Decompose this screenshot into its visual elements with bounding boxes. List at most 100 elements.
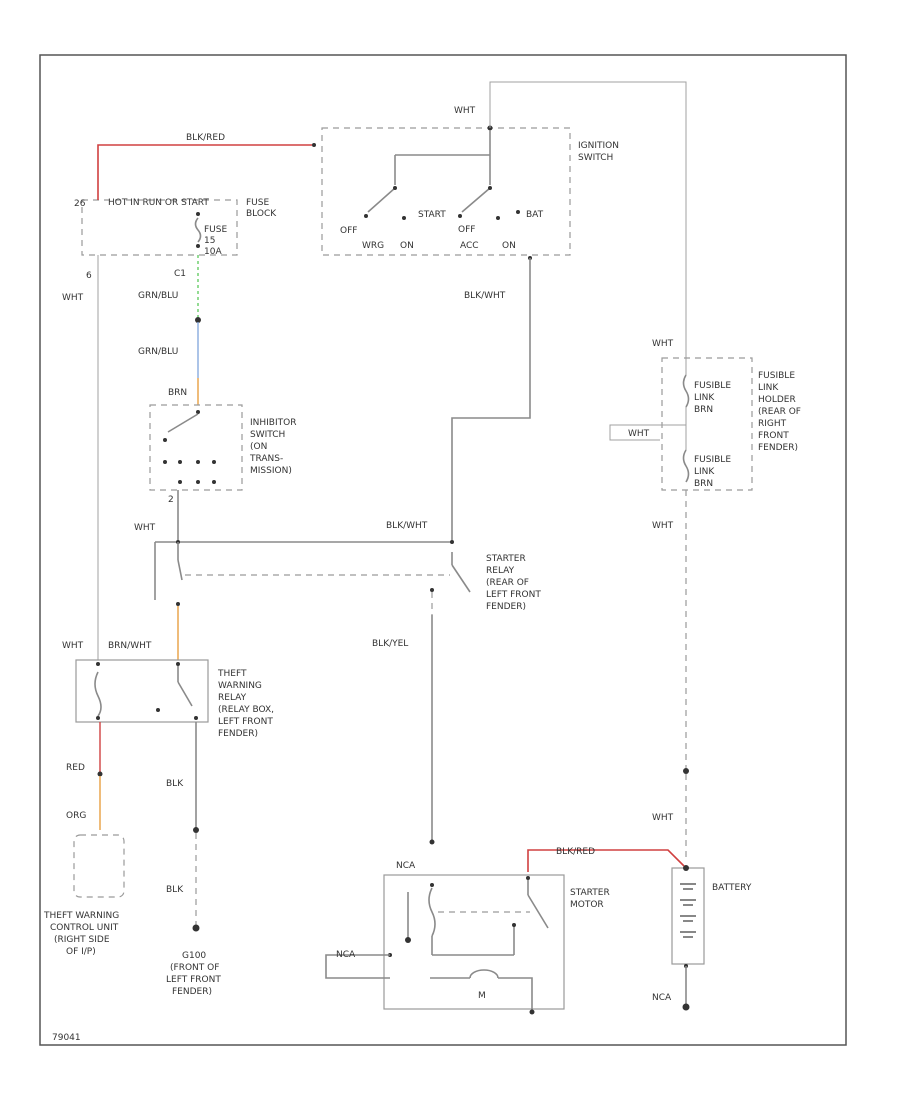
fusible-link-1a: FUSIBLE [694, 381, 731, 391]
wht-fl-below-label: WHT [652, 521, 674, 531]
pin-6-label: 6 [86, 271, 92, 281]
starter-relay-label-4: LEFT FRONT [486, 590, 541, 600]
inhibitor-label-5: MISSION) [250, 466, 292, 476]
nca-label-3: NCA [652, 993, 672, 1003]
fusible-holder-label-4: (REAR OF [758, 407, 801, 417]
brn-wht-label: BRN/WHT [108, 641, 152, 651]
starter-relay-label-3: (REAR OF [486, 578, 529, 588]
grn-blu-label-1: GRN/BLU [138, 291, 178, 301]
fusible-holder-label-1: FUSIBLE [758, 371, 795, 381]
starter-relay-label-5: FENDER) [486, 602, 526, 612]
fuse-num-2: 15 [204, 236, 215, 246]
theft-relay-label-1: THEFT [217, 669, 247, 679]
blk-red-label-bottom: BLK/RED [556, 847, 595, 857]
wht-fl-left-label: WHT [628, 429, 650, 439]
battery-label: BATTERY [712, 883, 752, 893]
ign-pos-wrg: WRG [362, 241, 384, 251]
ignition-label-2: SWITCH [578, 153, 613, 163]
starter-motor-box [383, 874, 565, 1010]
footer-code: 79041 [52, 1033, 81, 1043]
fuse-block-pin-26: 26 [74, 199, 86, 209]
battery-ground-icon [682, 1003, 690, 1011]
fusible-link-holder-box [661, 357, 753, 491]
fuse-block-box [81, 199, 238, 256]
theft-relay-label-2: WARNING [218, 681, 262, 691]
g100-label-1: G100 [182, 951, 206, 961]
fusible-link-1b: LINK [694, 393, 715, 403]
ign-pos-off-top: OFF [458, 225, 475, 235]
fusible-holder-label-6: FRONT [758, 431, 789, 441]
blk-label-2: BLK [166, 885, 184, 895]
blk-yel-label: BLK/YEL [372, 639, 408, 649]
c1-label: C1 [174, 269, 186, 279]
theft-relay-label-5: LEFT FRONT [218, 717, 273, 727]
motor-icon [430, 969, 533, 1010]
starter-relay-label-1: STARTER [486, 554, 526, 564]
battery-cells-icon [680, 883, 696, 938]
org-label: ORG [66, 811, 86, 821]
inhibitor-label-3: (ON [250, 442, 267, 452]
fuse-block-label-1: FUSE [246, 198, 269, 208]
inhibitor-switch-box [149, 404, 243, 491]
fusible-holder-label-5: RIGHT [758, 419, 787, 429]
starter-motor-label-1: STARTER [570, 888, 610, 898]
theft-relay-label-3: RELAY [218, 693, 247, 703]
g100-label-2: (FRONT OF [170, 963, 219, 973]
theft-control-unit-box [73, 834, 125, 898]
wht-battery-label: WHT [652, 813, 674, 823]
diagram-frame [39, 54, 847, 1046]
wht-top-ign-label: WHT [454, 106, 476, 116]
blk-wht-wire [451, 258, 531, 540]
fusible-holder-label-3: HOLDER [758, 395, 796, 405]
motor-m-label: M [478, 991, 486, 1001]
fusible-wht-label: WHT [652, 339, 674, 349]
fuse-num-1: FUSE [204, 225, 227, 235]
blk-red-wire-bottom [527, 849, 685, 872]
ignition-label-1: IGNITION [578, 141, 619, 151]
ignition-switch-box [321, 127, 571, 256]
theft-control-label-3: (RIGHT SIDE [54, 935, 110, 945]
starter-relay-label-2: RELAY [486, 566, 515, 576]
theft-control-label-1: THEFT WARNING [43, 911, 119, 921]
g100-label-3: LEFT FRONT [166, 975, 221, 985]
nca-label-2: NCA [336, 950, 356, 960]
blk-wht-label-2: BLK/WHT [386, 521, 428, 531]
theft-warning-relay-box [75, 659, 209, 723]
grn-blu-label-2: GRN/BLU [138, 347, 178, 357]
ign-pos-off: OFF [340, 226, 357, 236]
g100-label-4: FENDER) [172, 987, 212, 997]
fusible-holder-label-7: FENDER) [758, 443, 798, 453]
fusible-link-2a: FUSIBLE [694, 455, 731, 465]
nca-label-1: NCA [396, 861, 416, 871]
wht-inhibitor-label: WHT [134, 523, 156, 533]
fusible-holder-label-2: LINK [758, 383, 779, 393]
blk-label-1: BLK [166, 779, 184, 789]
ign-pos-start: START [418, 210, 446, 220]
ign-pos-bat: BAT [526, 210, 544, 220]
wht-relay-label: WHT [62, 641, 84, 651]
brn-label: BRN [168, 388, 187, 398]
hot-in-run-start-label: HOT IN RUN OR START [108, 198, 209, 208]
inhibitor-label-1: INHIBITOR [250, 418, 296, 428]
inhibitor-label-2: SWITCH [250, 430, 285, 440]
wht-top-left-label: WHT [62, 293, 84, 303]
fusible-link-2b: LINK [694, 467, 715, 477]
red-label: RED [66, 763, 85, 773]
inhibitor-label-4: TRANS- [249, 454, 283, 464]
ign-pos-acc: ACC [460, 241, 479, 251]
blk-red-wire-top [97, 144, 312, 200]
theft-relay-label-6: FENDER) [218, 729, 258, 739]
theft-relay-label-4: (RELAY BOX, [218, 705, 274, 715]
fuse-symbol-icon [194, 217, 202, 243]
fuse-block-label-2: BLOCK [246, 209, 277, 219]
ground-g100-icon [192, 924, 200, 932]
blk-red-label-top: BLK/RED [186, 133, 225, 143]
blk-wht-label-1: BLK/WHT [464, 291, 506, 301]
fusible-link-1c: BRN [694, 405, 713, 415]
starter-motor-label-2: MOTOR [570, 900, 604, 910]
ign-pos-on-2: ON [502, 241, 516, 251]
ign-pos-on: ON [400, 241, 414, 251]
theft-control-label-2: CONTROL UNIT [50, 923, 119, 933]
theft-control-label-4: OF I/P) [66, 947, 96, 957]
